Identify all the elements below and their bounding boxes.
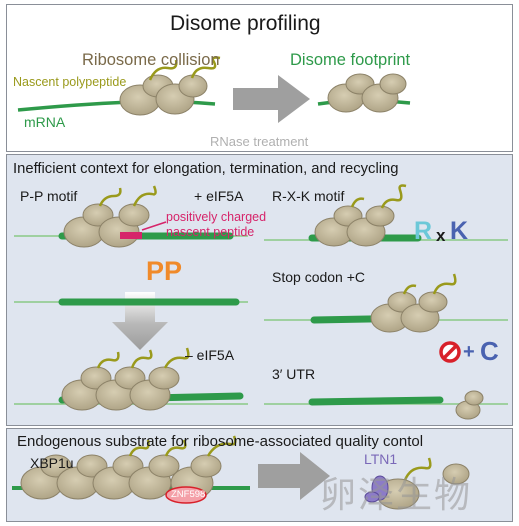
queued-ribosomes [20, 454, 222, 500]
rxk-motif-label: R-X-K motif [272, 188, 345, 204]
rnase-label: RNase treatment [210, 134, 309, 149]
pp-peptide-2 [132, 185, 157, 207]
nascent-polypeptide-label: Nascent polypeptide [13, 75, 127, 89]
znf598-marker [165, 486, 207, 504]
x-letter: x [436, 226, 446, 245]
pp-peptide-1 [98, 187, 122, 207]
bottom-panel-heading: Endogenous substrate for ribosome-associ… [17, 433, 424, 450]
rnase-arrow [233, 75, 310, 123]
stalled-disome-rxk [314, 205, 395, 247]
pp-label: PP [146, 256, 183, 286]
bottom-peptide-2 [164, 439, 187, 457]
plus-sign: + [463, 341, 475, 363]
positively-charged-label: positively charged [166, 210, 267, 224]
released-peptide [403, 457, 432, 481]
mid-panel-heading: Inefficient context for elongation, term… [13, 161, 399, 177]
disome-footprint-label: Disome footprint [290, 51, 411, 69]
nascent-polypeptide-2 [190, 56, 221, 79]
disome-footprint [327, 73, 407, 113]
bottom-peptide-3 [206, 435, 237, 457]
stalled-disome-stop [370, 291, 448, 333]
collided-disome [119, 74, 208, 116]
disome-profiling-panel [6, 4, 513, 152]
ltn1-label: LTN1 [364, 451, 398, 467]
trisome-peptide-2 [130, 349, 153, 369]
trisome-peptide-1 [96, 351, 120, 369]
nascent-polypeptide-1 [148, 59, 178, 81]
positive-peptide-marker [120, 232, 142, 239]
minus-eif5a-label: – eIF5A [185, 347, 235, 363]
collided-trisome [61, 366, 180, 411]
nascent-peptide-label: nascent peptide [166, 225, 255, 239]
r-letter: R [414, 217, 433, 245]
down-arrow [112, 292, 168, 350]
stop-codon-label: Stop codon +C [272, 269, 366, 285]
watermark: 卵泽生物 [320, 475, 473, 516]
xbp1u-label: XBP1u [30, 455, 74, 471]
bottom-peptide-1 [128, 439, 150, 457]
stop-peptide-2 [402, 284, 417, 295]
empty-ribosome-utr [455, 390, 484, 420]
trisome-peptide-3 [163, 347, 190, 369]
plus-eif5a-label: + eIF5A [194, 188, 244, 204]
utr-label: 3′ UTR [272, 366, 316, 382]
ltn1-protein [364, 475, 389, 503]
rxk-peptide [380, 184, 407, 209]
c-letter: C [480, 336, 499, 366]
mrna-right-3-bold [308, 396, 444, 406]
rqc-arrow [258, 452, 330, 500]
ribosome-collision-label: Ribosome collision [82, 51, 220, 69]
stop-peptide [432, 273, 457, 295]
znf598-label: ZNF598 [171, 489, 206, 500]
no-symbol-icon [439, 341, 461, 363]
rxk-peptide-2 [350, 197, 365, 208]
stalled-disome-pp [63, 203, 150, 248]
pp-motif-label: P-P motif [20, 188, 78, 204]
pink-leader [141, 221, 167, 231]
panel-title: Disome profiling [170, 12, 321, 35]
mrna-label: mRNA [24, 114, 66, 130]
k-letter: K [450, 217, 469, 245]
